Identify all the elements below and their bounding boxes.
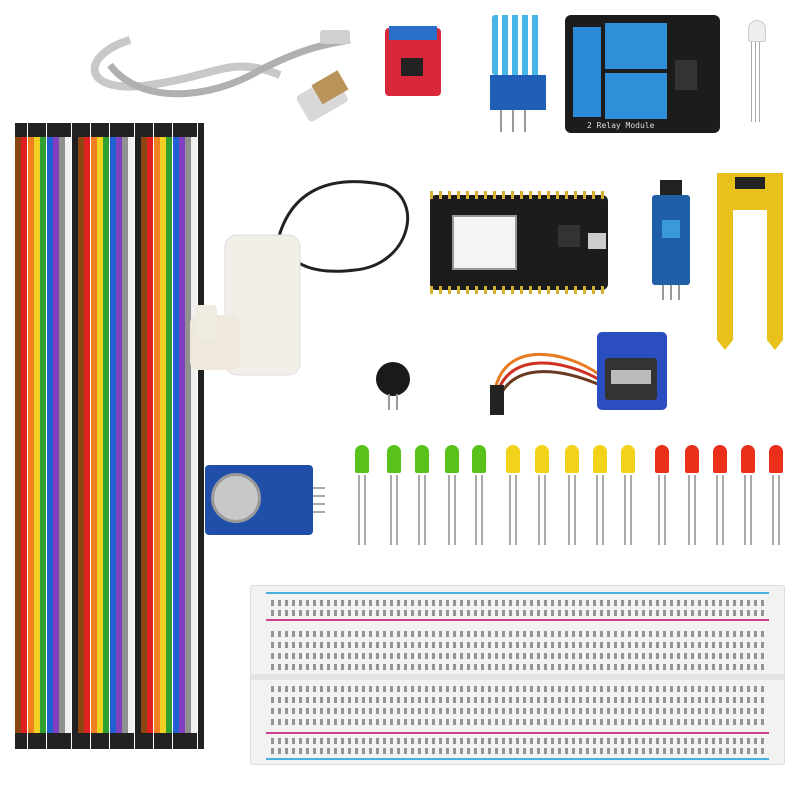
led <box>472 445 486 545</box>
rgb-led <box>748 20 770 125</box>
jumper-wire <box>103 123 110 749</box>
jumper-wire <box>52 123 59 749</box>
sensor-module <box>652 180 690 300</box>
soil-moisture-probe <box>715 165 785 350</box>
jumper-wire <box>147 123 154 749</box>
breadboard <box>250 585 785 765</box>
nodemcu-board <box>430 191 608 294</box>
led <box>685 445 699 545</box>
jumper-wire <box>46 123 53 749</box>
relay-module-label: 2 Relay Module <box>587 121 655 130</box>
led <box>506 445 520 545</box>
jumper-wire <box>33 123 40 749</box>
jumper-wire <box>109 123 116 749</box>
jumper-wire <box>115 123 122 749</box>
led <box>741 445 755 545</box>
water-pump <box>185 175 415 395</box>
jumper-wire <box>96 123 103 749</box>
led <box>593 445 607 545</box>
usb-cable <box>70 15 360 135</box>
jumper-wire <box>65 123 72 749</box>
jumper-wire <box>40 123 47 749</box>
jumper-wire <box>185 123 192 749</box>
jumper-wire <box>153 123 160 749</box>
jumper-wire <box>141 123 147 749</box>
jumper-wires-bundle <box>15 0 215 800</box>
jumper-wire <box>172 123 179 749</box>
jumper-wire <box>78 123 84 749</box>
led <box>445 445 459 545</box>
led <box>535 445 549 545</box>
jumper-wire <box>21 123 28 749</box>
led <box>415 445 429 545</box>
servo-motor <box>485 330 670 420</box>
buzzer <box>376 362 412 412</box>
red-breakout-board <box>385 26 441 96</box>
jumper-wire <box>159 123 166 749</box>
jumper-wire <box>84 123 91 749</box>
jumper-wire <box>59 123 66 749</box>
led <box>355 445 369 545</box>
jumper-wire <box>15 123 21 749</box>
jumper-wire <box>128 123 135 749</box>
jumper-wire <box>71 123 78 749</box>
jumper-wire <box>122 123 129 749</box>
jumper-wire <box>191 123 198 749</box>
jumper-wire <box>134 123 141 749</box>
led <box>655 445 669 545</box>
jumper-wire <box>178 123 185 749</box>
gas-sensor-module <box>205 465 325 535</box>
led <box>387 445 401 545</box>
led <box>769 445 783 545</box>
led <box>565 445 579 545</box>
led <box>713 445 727 545</box>
relay-module: 2 Relay Module <box>565 15 720 133</box>
jumper-wire <box>197 123 204 749</box>
jumper-wire <box>166 123 173 749</box>
jumper-wire <box>90 123 97 749</box>
dht11-sensor <box>490 15 546 132</box>
jumper-wire <box>27 123 34 749</box>
led <box>621 445 635 545</box>
